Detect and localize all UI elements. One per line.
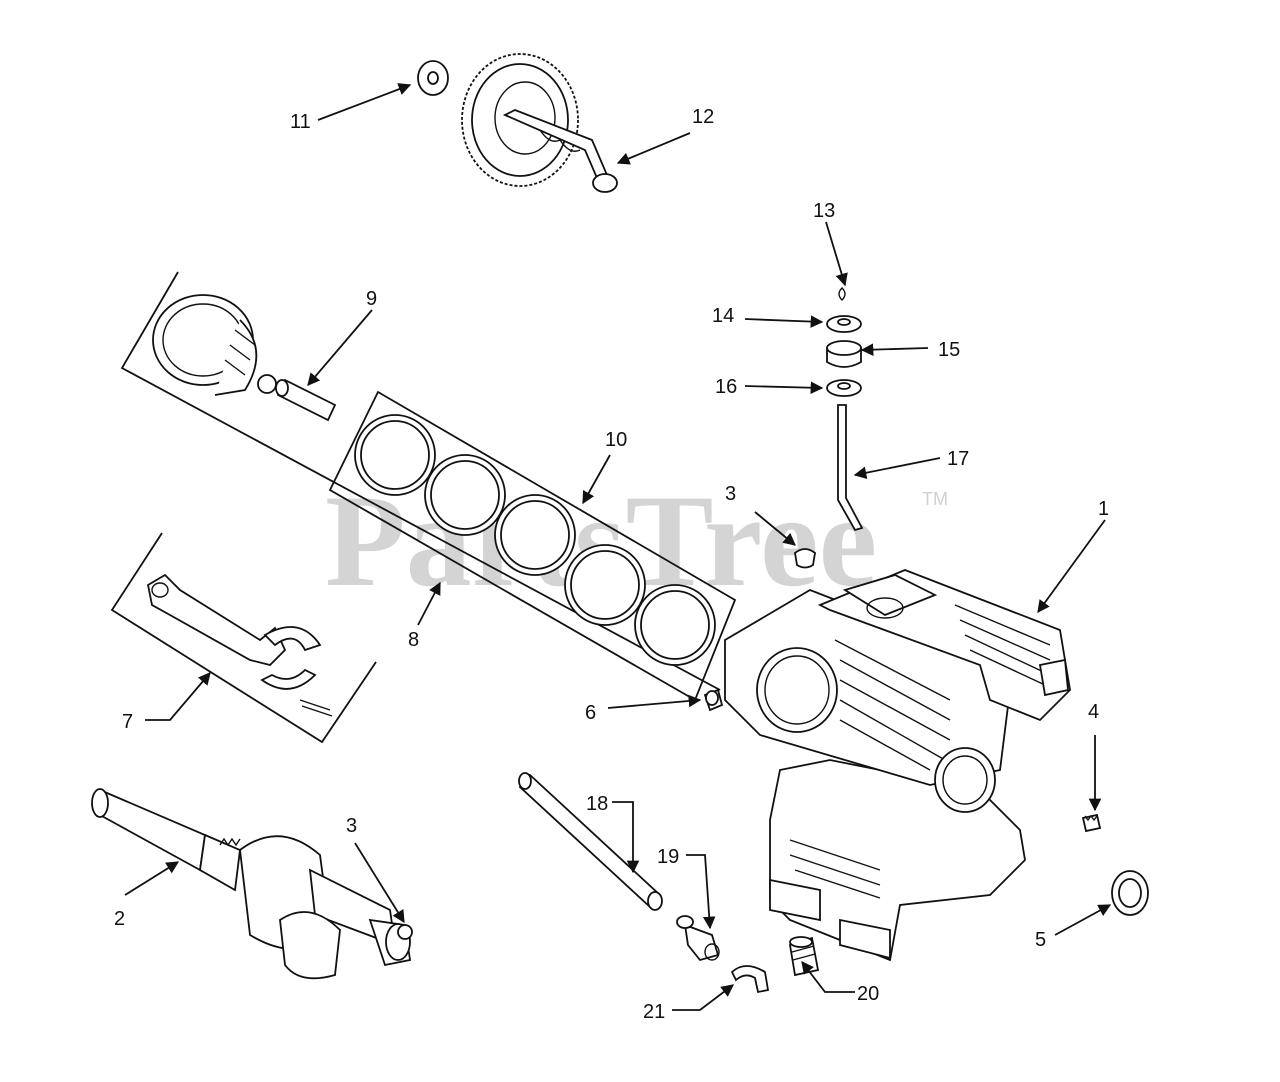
callout-20: 20 bbox=[857, 983, 879, 1005]
callout-4: 4 bbox=[1088, 701, 1099, 723]
callout-3-upper: 3 bbox=[725, 483, 736, 505]
crankcase-part-1 bbox=[724, 569, 1071, 962]
callout-11: 11 bbox=[290, 111, 311, 133]
hose-clamp-part-19 bbox=[676, 915, 720, 962]
ring-box bbox=[328, 390, 737, 702]
leader-lines bbox=[124, 83, 1112, 1011]
camshaft-part-12 bbox=[461, 53, 618, 193]
callout-7: 7 bbox=[122, 711, 133, 733]
connecting-rod-box bbox=[110, 532, 377, 744]
breather-tube-part-18 bbox=[518, 772, 663, 911]
plug-part-3 bbox=[794, 548, 816, 569]
callout-9: 9 bbox=[366, 288, 377, 310]
callout-17: 17 bbox=[947, 448, 969, 470]
callout-15: 15 bbox=[938, 339, 960, 361]
callout-2: 2 bbox=[114, 908, 125, 930]
dowel-part-6 bbox=[703, 688, 724, 712]
fitting-part-20 bbox=[788, 936, 820, 977]
crankshaft-part-2 bbox=[91, 788, 413, 980]
callout-6: 6 bbox=[585, 702, 596, 724]
washer-part-11 bbox=[417, 60, 449, 96]
governor-assembly bbox=[826, 287, 864, 532]
callout-14: 14 bbox=[712, 305, 734, 327]
callout-1: 1 bbox=[1098, 498, 1109, 520]
callout-21: 21 bbox=[643, 1001, 665, 1023]
oil-seal-part-5 bbox=[1111, 870, 1149, 916]
piston-box bbox=[120, 271, 721, 691]
callout-16: 16 bbox=[715, 376, 737, 398]
watermark-trademark: TM bbox=[922, 489, 948, 509]
callout-18: 18 bbox=[586, 793, 608, 815]
elbow-hose-part-21 bbox=[730, 965, 770, 994]
callout-19: 19 bbox=[657, 846, 679, 868]
callout-5: 5 bbox=[1035, 929, 1046, 951]
callout-13: 13 bbox=[813, 200, 835, 222]
drain-plug-part-4 bbox=[1081, 813, 1102, 833]
callout-12: 12 bbox=[692, 106, 714, 128]
callout-10: 10 bbox=[605, 429, 627, 451]
callout-3-lower: 3 bbox=[346, 815, 357, 837]
callout-8: 8 bbox=[408, 629, 419, 651]
